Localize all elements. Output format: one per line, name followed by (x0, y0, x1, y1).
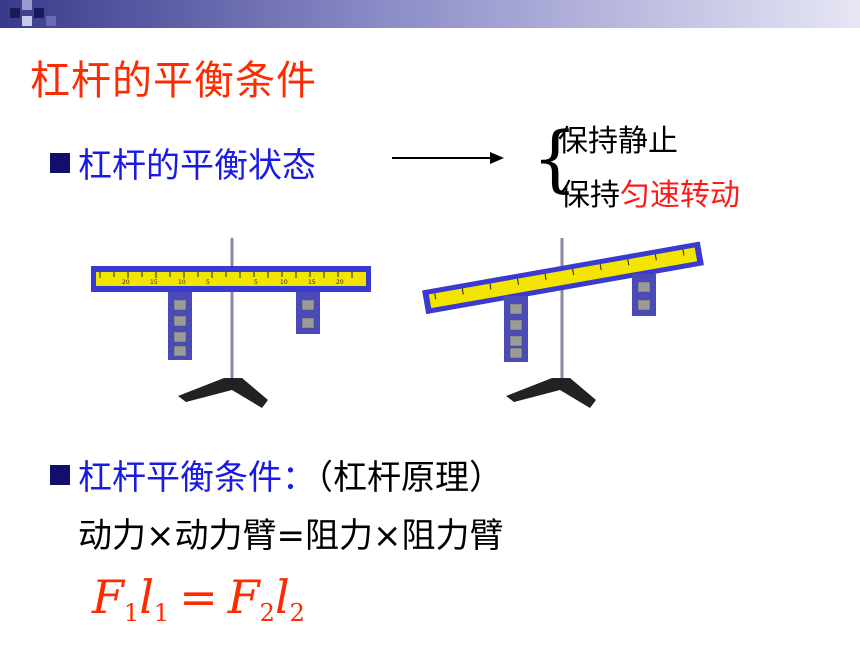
state-uniform-rotation: 保持匀速转动 (560, 170, 740, 214)
lever-tilted-illustration (422, 238, 704, 408)
formula-f2-sub: 2 (259, 599, 275, 627)
formula-f1: F (92, 570, 124, 624)
decor-square (34, 8, 44, 18)
ruler-tick-label: 20 (122, 279, 130, 286)
ruler-tick-label: 10 (280, 279, 288, 286)
ruler-yellow-bar (428, 247, 698, 309)
decor-square (22, 0, 32, 10)
bullet-square-icon (50, 465, 70, 485)
ruler-tick-label: 5 (206, 279, 210, 286)
lever-formula: F1l1=F2l2 (92, 570, 305, 627)
bullet-square-icon (50, 153, 70, 173)
formula-l2: l (274, 570, 290, 624)
slide-title: 杠杆的平衡条件 (30, 58, 317, 104)
formula-l2-sub: 2 (289, 599, 305, 627)
top-decor-bar (0, 0, 860, 28)
ruler-tick-label: 15 (308, 279, 316, 286)
bullet-balance-state: 杠杆的平衡状态 (50, 138, 316, 187)
bullet-balance-condition: 杠杆平衡条件：（杠杆原理） (50, 450, 503, 499)
curly-brace-icon: { (532, 116, 578, 200)
bullet-balance-state-label: 杠杆的平衡状态 (78, 146, 316, 186)
right-arrow-icon (392, 152, 504, 164)
bullet-balance-condition-label: 杠杆平衡条件： (78, 458, 316, 498)
state-uniform-rotation-highlight: 匀速转动 (620, 178, 740, 213)
decor-square (10, 8, 20, 18)
formula-words: 动力×动力臂=阻力×阻力臂 (78, 516, 504, 556)
state-at-rest: 保持静止 (558, 124, 678, 159)
ruler-tick-label: 5 (254, 279, 258, 286)
ruler-tick-label: 10 (178, 279, 186, 286)
lever-horizontal-illustration: 20 15 10 5 5 10 15 20 (91, 238, 371, 408)
decor-square (22, 16, 32, 26)
ruler-tick-label: 20 (336, 279, 344, 286)
formula-l1: l (139, 570, 154, 624)
formula-f2: F (227, 570, 260, 624)
lever-stand-base (506, 378, 596, 408)
formula-l1-sub: 1 (153, 599, 170, 627)
ruler-yellow-bar (96, 272, 366, 286)
formula-f1-sub: 1 (123, 599, 140, 627)
decor-square (46, 16, 56, 26)
state-uniform-rotation-prefix: 保持 (560, 178, 620, 213)
bullet-balance-condition-paren: （杠杆原理） (316, 458, 503, 498)
formula-equals: = (179, 570, 218, 624)
lever-stand-base (178, 378, 268, 408)
ruler-tick-label: 15 (150, 279, 158, 286)
